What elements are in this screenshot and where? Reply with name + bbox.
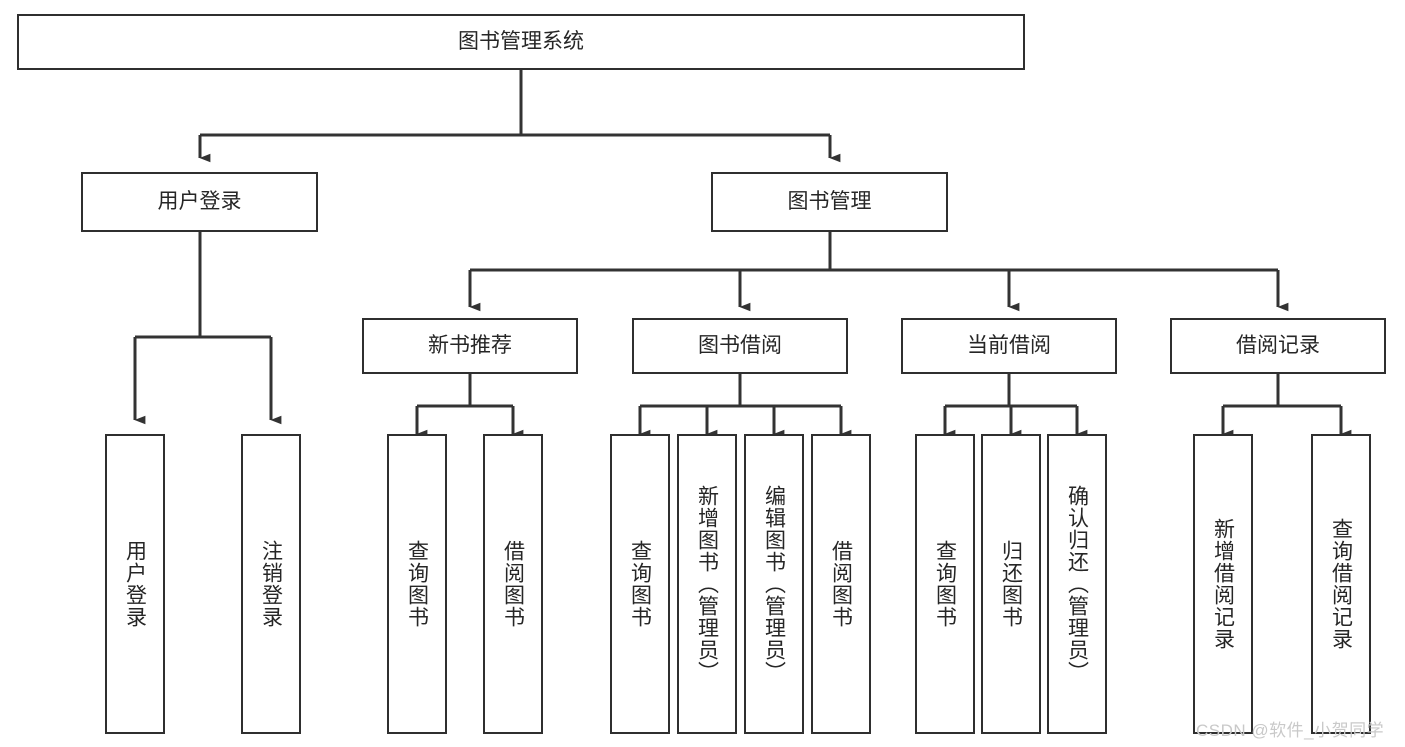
leaf-query-book-3-label: 查询图书: [933, 540, 957, 628]
leaf-user-login-label: 用户登录: [123, 540, 147, 628]
leaf-add-record[interactable]: 新增借阅记录: [1193, 434, 1253, 734]
node-borrow-record[interactable]: 借阅记录: [1170, 318, 1386, 374]
leaf-logout-login-label: 注销登录: [259, 540, 283, 628]
leaf-borrow-book-2-label: 借阅图书: [829, 540, 853, 628]
leaf-query-book-2[interactable]: 查询图书: [610, 434, 670, 734]
leaf-edit-book-label: 编辑图书（管理员）: [762, 485, 786, 683]
node-root-label: 图书管理系统: [458, 30, 584, 54]
leaf-edit-book[interactable]: 编辑图书（管理员）: [744, 434, 804, 734]
leaf-query-book-2-label: 查询图书: [628, 540, 652, 628]
leaf-borrow-book-1[interactable]: 借阅图书: [483, 434, 543, 734]
leaf-query-record[interactable]: 查询借阅记录: [1311, 434, 1371, 734]
node-book-manage-label: 图书管理: [787, 190, 872, 214]
leaf-confirm-return-label: 确认归还（管理员）: [1065, 485, 1089, 683]
leaf-borrow-book-1-label: 借阅图书: [501, 540, 525, 628]
leaf-confirm-return[interactable]: 确认归还（管理员）: [1047, 434, 1107, 734]
node-current-borrow[interactable]: 当前借阅: [901, 318, 1117, 374]
leaf-query-book-1-label: 查询图书: [405, 540, 429, 628]
node-new-book-recommend[interactable]: 新书推荐: [362, 318, 578, 374]
leaf-borrow-book-2[interactable]: 借阅图书: [811, 434, 871, 734]
leaf-user-login[interactable]: 用户登录: [105, 434, 165, 734]
leaf-add-book-label: 新增图书（管理员）: [695, 485, 719, 683]
leaf-return-book[interactable]: 归还图书: [981, 434, 1041, 734]
leaf-return-book-label: 归还图书: [999, 540, 1023, 628]
leaf-query-book-3[interactable]: 查询图书: [915, 434, 975, 734]
leaf-query-book-1[interactable]: 查询图书: [387, 434, 447, 734]
node-user-login-label: 用户登录: [157, 190, 242, 214]
node-borrow-record-label: 借阅记录: [1236, 334, 1320, 358]
node-book-borrow[interactable]: 图书借阅: [632, 318, 848, 374]
leaf-query-record-label: 查询借阅记录: [1329, 518, 1353, 650]
leaf-logout-login[interactable]: 注销登录: [241, 434, 301, 734]
leaf-add-record-label: 新增借阅记录: [1211, 518, 1235, 650]
node-book-borrow-label: 图书借阅: [698, 334, 782, 358]
node-current-borrow-label: 当前借阅: [967, 334, 1051, 358]
leaf-add-book[interactable]: 新增图书（管理员）: [677, 434, 737, 734]
node-new-book-recommend-label: 新书推荐: [428, 334, 512, 358]
node-book-manage[interactable]: 图书管理: [711, 172, 948, 232]
node-root[interactable]: 图书管理系统: [17, 14, 1025, 70]
node-user-login[interactable]: 用户登录: [81, 172, 318, 232]
